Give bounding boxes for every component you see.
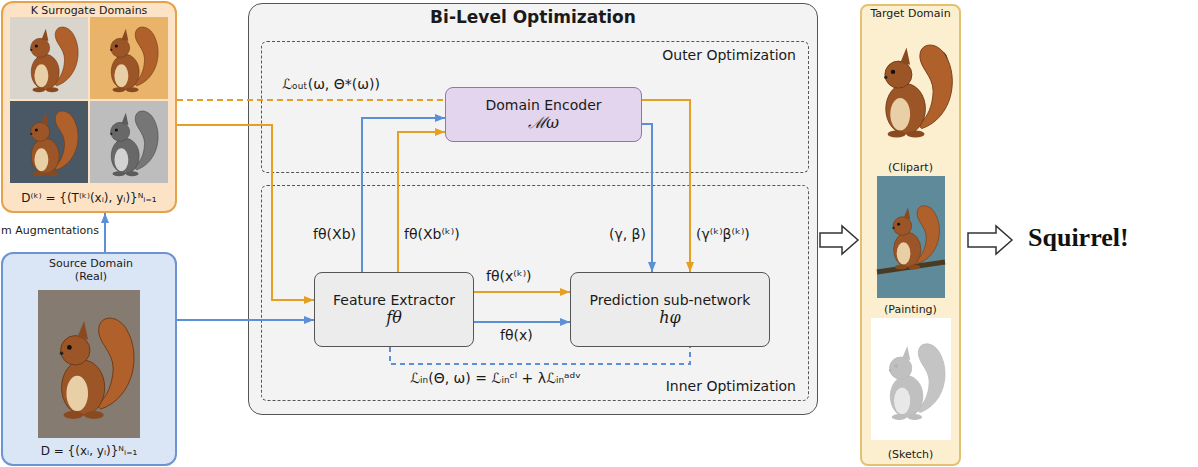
hollow-arrow [820, 226, 858, 254]
edge-label-slot: ℒᵢₙ(Θ, ω) = ℒᵢₙᶜˡ + λℒᵢₙᵃᵈᵛ [410, 370, 581, 387]
hollow-arrow [968, 226, 1012, 254]
text-slot: Bi-Level Optimization [251, 7, 815, 27]
edge-label: fθ(x⁽ᵏ⁾) [486, 268, 532, 285]
node-title: K Surrogate Domains [5, 4, 173, 17]
source-domain-box: Source Domain (Real) D = {(xᵢ, yᵢ)}ᴺᵢ₌₁ [1, 252, 177, 466]
edge-label: (γ, β) [609, 226, 646, 243]
edge-label: fθ(x) [500, 327, 533, 344]
text-slot: Squirrel! [1028, 222, 1129, 253]
domain-encoder-box: Domain Encoderℳω [445, 87, 642, 142]
edge-label: fθ(Xb) [313, 226, 356, 243]
edge-label-slot: (γ, β) [609, 226, 646, 243]
node-title: Bi-Level Optimization [251, 7, 815, 27]
edge-label-slot: fθ(x) [500, 327, 533, 344]
text-slot: Target Domain [864, 7, 957, 20]
text-slot: D⁽ᵏ⁾ = {(T⁽ᵏ⁾(xᵢ), yᵢ)}ᴺᵢ₌₁ [5, 191, 173, 205]
text-slot: Source Domain (Real) [35, 257, 147, 283]
text-slot: (Sketch) [864, 448, 957, 461]
text-slot: Inner Optimization [666, 378, 796, 395]
edge-label: (γ⁽ᵏ⁾β⁽ᵏ⁾) [696, 226, 750, 243]
node-title: Target Domain [864, 7, 957, 20]
edge-label: m Augmentations [1, 224, 99, 237]
edge-label: fθ(Xb⁽ᵏ⁾) [404, 226, 460, 243]
node-title: Outer Optimization [662, 47, 796, 64]
node-title: Domain Encoder [485, 97, 601, 114]
arrow-connector [104, 213, 106, 252]
node-title: Source Domain (Real) [35, 257, 147, 283]
edge-label-slot: m Augmentations [1, 224, 99, 237]
edge-label-slot: fθ(Xb) [313, 226, 356, 243]
target-domain-box: Target Domain (Clipart) (Painting) (Sketch) [860, 4, 961, 466]
text-slot: Outer Optimization [662, 47, 796, 64]
node-text: (Painting) [864, 303, 957, 316]
edge-label-slot: fθ(Xb⁽ᵏ⁾) [404, 226, 460, 243]
node-text: hφ [659, 308, 681, 327]
node-text: (Clipart) [864, 161, 957, 174]
prediction-subnetwork-box: Prediction sub-networkhφ [570, 272, 770, 347]
text-slot: K Surrogate Domains [5, 4, 173, 17]
feature-extractor-box: Feature Extractorfθ [314, 272, 474, 347]
bilevel-panel: Bi-Level OptimizationOuter OptimizationD… [248, 3, 818, 415]
node-title: Inner Optimization [666, 378, 796, 395]
text-slot: D = {(xᵢ, yᵢ)}ᴺᵢ₌₁ [5, 444, 173, 458]
text-slot: (Painting) [864, 303, 957, 316]
node-title: Prediction sub-network [590, 292, 751, 309]
inner-optimization-box: Inner Optimization Feature Extractorfθ Pre… [261, 185, 809, 401]
node-text: (Sketch) [864, 448, 957, 461]
result-label: Squirrel! [1028, 222, 1129, 253]
surrogate-domains-box: K Surrogate DomainsD⁽ᵏ⁾ = {(T⁽ᵏ⁾(xᵢ), yᵢ… [1, 1, 177, 213]
edge-label-slot: (γ⁽ᵏ⁾β⁽ᵏ⁾) [696, 226, 750, 243]
node-text: D = {(xᵢ, yᵢ)}ᴺᵢ₌₁ [5, 444, 173, 458]
outer-optimization-box: Outer OptimizationDomain Encoderℳω [261, 41, 809, 173]
edge-label-slot: fθ(x⁽ᵏ⁾) [486, 268, 532, 285]
text-slot: (Clipart) [864, 161, 957, 174]
node-text: ℳω [528, 113, 559, 132]
edge-label: ℒₒᵤₜ(ω, Θ*(ω)) [282, 76, 380, 93]
node-title: Feature Extractor [333, 292, 455, 309]
node-text: fθ [386, 308, 402, 327]
edge-label-slot: ℒₒᵤₜ(ω, Θ*(ω)) [282, 76, 380, 93]
node-text: D⁽ᵏ⁾ = {(T⁽ᵏ⁾(xᵢ), yᵢ)}ᴺᵢ₌₁ [5, 191, 173, 205]
edge-label: ℒᵢₙ(Θ, ω) = ℒᵢₙᶜˡ + λℒᵢₙᵃᵈᵛ [410, 370, 581, 387]
